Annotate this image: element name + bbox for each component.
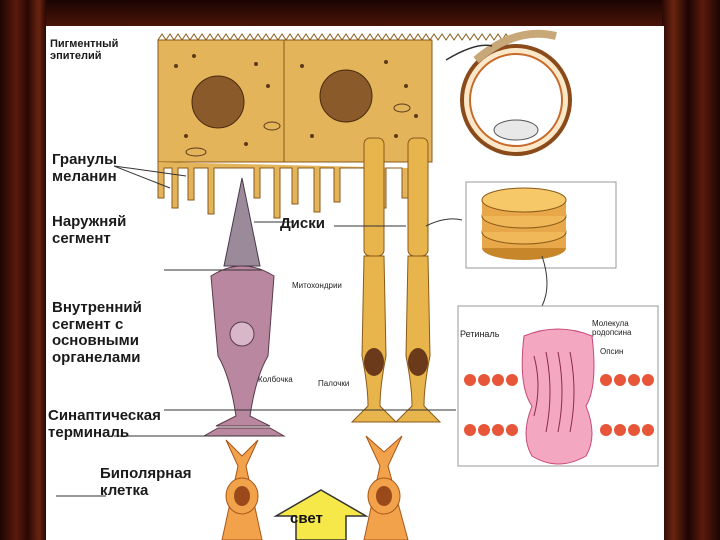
label-opsin: Опсин	[600, 348, 623, 357]
pigment-epithelium	[158, 34, 510, 218]
eye-diagram	[446, 34, 570, 154]
label-cone: Колбочка	[258, 376, 293, 385]
cone-cell	[204, 178, 284, 436]
rod-cells	[352, 138, 440, 422]
label-synaptic-terminal: Синаптическая терминаль	[48, 408, 161, 441]
label-outer-segment: Наружняй сегмент	[52, 214, 126, 247]
label-inner-segment: Внутренний сегмент с основными органелам…	[52, 300, 142, 366]
label-retinal: Ретиналь	[460, 330, 499, 340]
label-rhodopsin-molecule: Молекула родопсина	[592, 320, 632, 338]
label-light: свет	[290, 510, 323, 527]
curtain-top	[0, 0, 720, 26]
label-pigment-epithelium: Пигментный эпителий	[50, 38, 118, 62]
curtain-right	[662, 0, 720, 540]
label-melanin-granules: Гранулы меланин	[52, 152, 117, 185]
curtain-left	[0, 0, 46, 540]
label-bipolar-cell: Биполярная клетка	[100, 466, 191, 499]
disk-stack	[426, 182, 616, 306]
label-rods: Палочки	[318, 380, 349, 389]
label-disks: Диски	[280, 216, 325, 233]
diagram-panel: Пигментный эпителий Гранулы меланин Нару…	[46, 26, 664, 540]
label-mitochondria: Митохондрии	[292, 282, 342, 291]
retina-diagram	[46, 26, 664, 540]
